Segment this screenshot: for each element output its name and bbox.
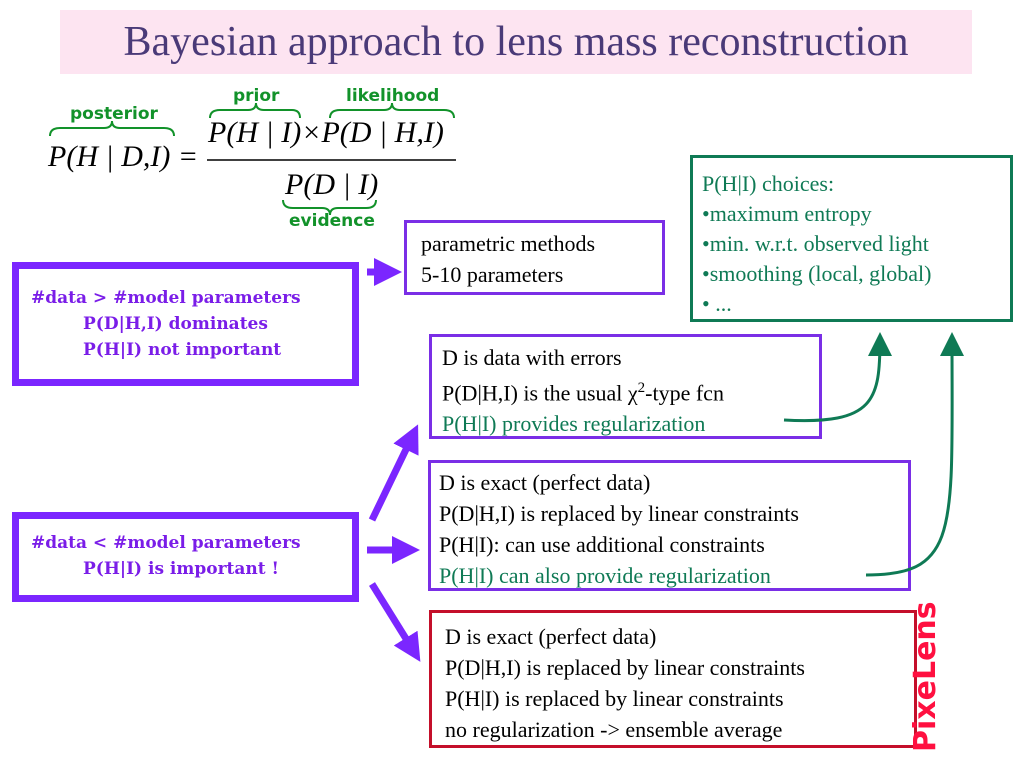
parametric-methods-box: parametric methods 5-10 parameters [404,220,665,295]
exact2-line-4: no regularization -> ensemble average [445,717,783,742]
choices-line-5: • ... [702,291,732,316]
exact-data-box-2: D is exact (perfect data) P(D|H,I) is re… [429,610,917,748]
prior-label: prior [233,86,280,106]
errors-line-2: P(D|H,I) is the usual χ2-type fcn [442,373,819,408]
exact1-line-3: P(H|I): can use additional constraints [439,532,765,557]
choices-line-1: P(H|I) choices: [702,171,835,196]
errors-line-1: D is data with errors [442,345,622,370]
errors-line-2-pre: P(D|H,I) is the usual [442,380,628,406]
chi-exponent: 2 [637,380,646,396]
exact-data-box-1: D is exact (perfect data) P(D|H,I) is re… [428,460,911,591]
data-gt-line-2: P(D|H,I) dominates [83,314,268,334]
arrow-to-exact-box-2 [369,582,421,662]
equation-numerator: P(H | I)×P(D | H,I) [208,116,444,149]
data-lt-line-1: #data < #model parameters [31,533,301,553]
data-lt-line-2: P(H|I) is important ! [83,559,280,579]
equation-lhs: P(H | D,I) = [48,140,199,173]
exact1-line-2: P(D|H,I) is replaced by linear constrain… [439,501,799,526]
likelihood-brace [329,102,455,119]
posterior-label: posterior [70,104,158,124]
parametric-line-2: 5-10 parameters [421,262,564,287]
green-arrow-exact-to-choices [865,332,965,577]
exact2-line-1: D is exact (perfect data) [445,624,657,649]
data-gt-line-1: #data > #model parameters [31,288,301,308]
slide-title: Bayesian approach to lens mass reconstru… [123,19,909,65]
parametric-line-1: parametric methods [421,231,596,256]
evidence-label: evidence [289,211,375,231]
likelihood-label: likelihood [346,86,440,106]
data-lt-params-box: #data < #model parameters P(H|I) is impo… [12,512,359,602]
prior-brace [209,102,301,119]
posterior-brace [49,120,175,137]
choices-line-3: •min. w.r.t. observed light [702,231,929,256]
equation-denominator: P(D | I) [285,168,379,201]
exact2-line-3: P(H|I) is replaced by linear constraints [445,686,784,711]
data-gt-line-3: P(H|I) not important [83,340,282,360]
choices-line-4: •smoothing (local, global) [702,261,932,286]
prior-choices-box: P(H|I) choices: •maximum entropy •min. w… [690,155,1013,322]
exact1-line-1: D is exact (perfect data) [439,470,651,495]
exact2-line-2: P(D|H,I) is replaced by linear constrain… [445,655,805,680]
errors-line-3: P(H|I) provides regularization [442,411,706,437]
data-with-errors-box: D is data with errors P(D|H,I) is the us… [429,334,822,439]
data-gt-params-box: #data > #model parameters P(D|H,I) domin… [12,262,359,386]
green-arrow-errors-to-choices [783,332,892,423]
arrow-to-errors-box [368,424,419,522]
choices-line-2: •maximum entropy [702,201,872,226]
title-bar: Bayesian approach to lens mass reconstru… [60,10,972,74]
evidence-brace [282,199,377,216]
exact1-line-4: P(H|I) can also provide regularization [439,563,771,588]
chi-symbol: χ [627,380,638,406]
errors-line-2-post: -type fcn [645,380,724,406]
